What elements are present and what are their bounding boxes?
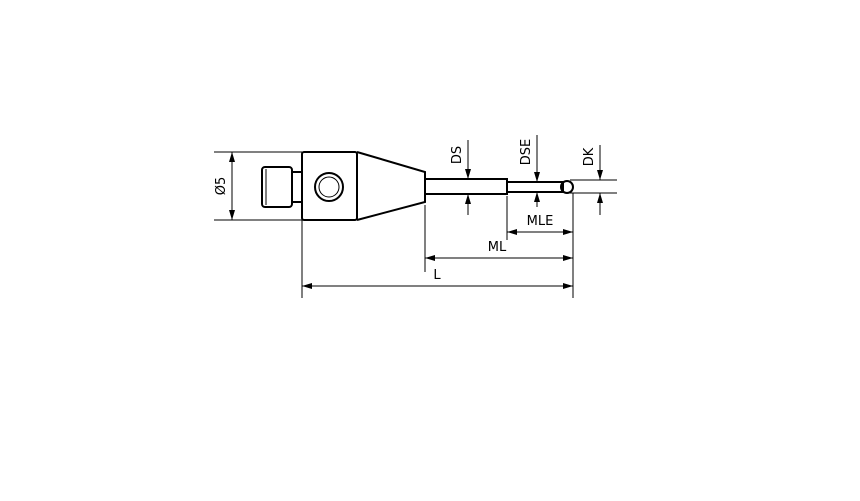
mle-label: MLE <box>527 214 554 229</box>
ml-label: ML <box>488 240 507 255</box>
ds-label: DS <box>450 146 465 164</box>
l-label: L <box>433 268 441 283</box>
dimension-labels: Ø5 DS DSE DK MLE ML L <box>214 139 597 283</box>
body-block <box>301 151 358 221</box>
dimensions <box>214 135 617 298</box>
stem <box>424 178 508 195</box>
diameter-label: Ø5 <box>214 177 229 196</box>
cross-hole <box>314 172 344 202</box>
stem-extension <box>506 181 564 193</box>
neck <box>291 171 303 203</box>
dse-label: DSE <box>519 139 534 165</box>
ball-tip <box>560 180 574 194</box>
cone <box>356 151 426 221</box>
dk-label: DK <box>582 147 597 166</box>
